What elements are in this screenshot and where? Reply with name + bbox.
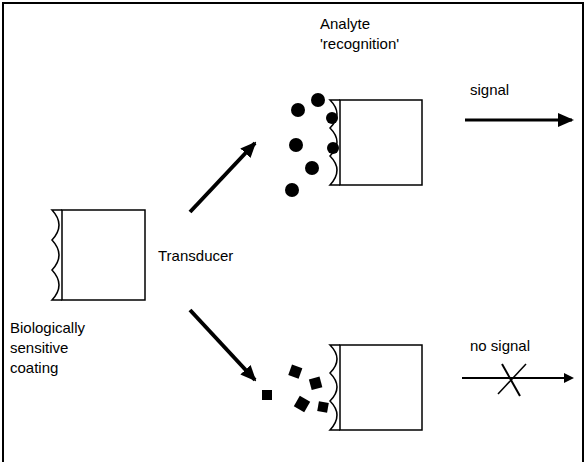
non-analyte-molecules	[262, 365, 329, 413]
transducer	[330, 345, 422, 430]
output-label: no signal	[470, 336, 570, 356]
caption-label: Analyte 'recognition'	[320, 14, 425, 54]
cross-mark	[498, 364, 526, 394]
no-signal-arrow	[462, 377, 572, 379]
signal-arrow	[465, 119, 572, 122]
output-label: signal	[470, 80, 570, 100]
arrow	[190, 143, 255, 212]
arrow	[190, 310, 255, 380]
part-label: Transducer	[158, 246, 268, 266]
part-label: Biologically sensitive coating	[10, 318, 102, 378]
transducer	[52, 210, 145, 300]
frame	[3, 3, 583, 462]
transducer	[330, 100, 422, 185]
analyte-molecules	[285, 93, 339, 197]
